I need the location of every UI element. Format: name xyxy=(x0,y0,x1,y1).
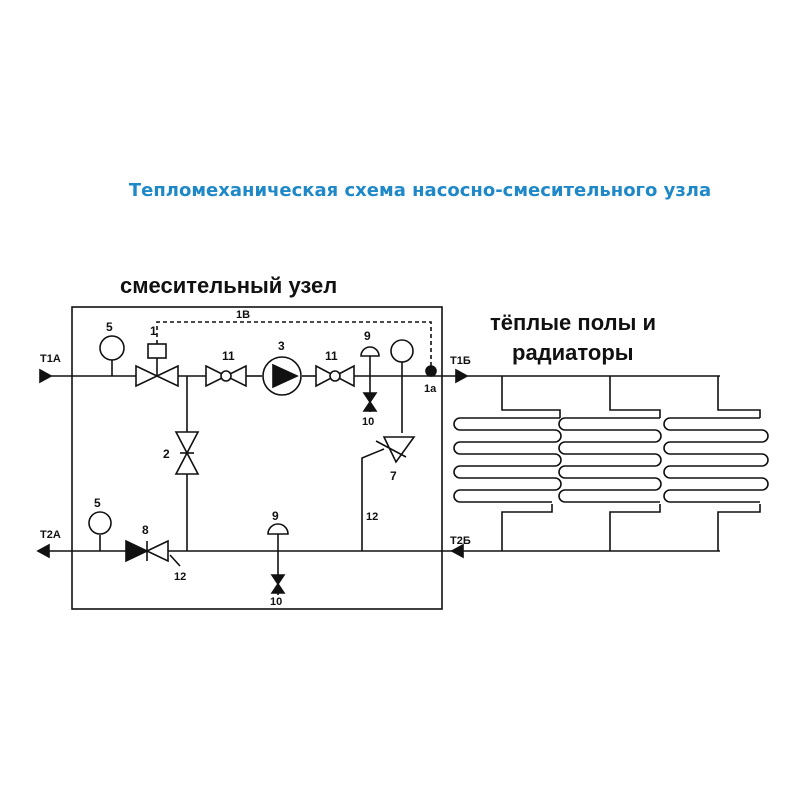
label-11-right: 11 xyxy=(325,349,338,363)
label-8: 8 xyxy=(142,523,149,537)
mixing-unit-label: смесительный узел xyxy=(120,273,337,298)
label-10-bottom: 10 xyxy=(270,596,282,608)
temperature-sensor-icon xyxy=(425,365,437,377)
control-line xyxy=(156,321,432,366)
drain-valve-icon xyxy=(362,392,378,404)
t1b-arrow xyxy=(455,368,469,384)
air-vent-icon xyxy=(360,346,380,357)
label-12-bottom: 12 xyxy=(174,571,186,583)
port-t2a: Т2А xyxy=(40,529,61,541)
heating-circuits xyxy=(453,376,769,551)
pressure-gauge-icon xyxy=(99,335,125,361)
label-10-top: 10 xyxy=(362,416,374,428)
t2a-arrow xyxy=(36,543,50,559)
shutoff-valve-icon xyxy=(125,539,149,563)
port-t2b: Т2Б xyxy=(450,535,471,547)
ball-valve-icon xyxy=(205,364,228,388)
three-way-valve-icon xyxy=(135,364,159,388)
thermometer-icon xyxy=(390,339,414,363)
actuator-icon xyxy=(147,343,167,359)
t1a-arrow xyxy=(39,368,53,384)
label-5-bottom: 5 xyxy=(94,496,101,510)
label-9-top: 9 xyxy=(364,329,371,343)
check-valve-icon xyxy=(382,436,416,464)
port-t1b: Т1Б xyxy=(450,355,471,367)
port-t1a: Т1А xyxy=(40,353,61,365)
label-1: 1 xyxy=(150,324,157,338)
heating-label-line2: радиаторы xyxy=(512,340,634,365)
mixing-unit-box xyxy=(71,306,443,610)
pressure-gauge-icon xyxy=(88,511,112,535)
label-9-bottom: 9 xyxy=(272,509,279,523)
label-2: 2 xyxy=(163,447,170,461)
drain-valve-icon xyxy=(270,574,286,586)
t2b-arrow xyxy=(450,543,464,559)
diagram-title: Тепломеханическая схема насосно-смесител… xyxy=(128,180,712,201)
label-3: 3 xyxy=(278,339,285,353)
label-12-vertical: 12 xyxy=(366,511,378,523)
label-1a: 1а xyxy=(424,383,437,395)
ball-valve-icon xyxy=(315,364,337,388)
air-vent-icon xyxy=(267,523,289,535)
label-1b: 1В xyxy=(236,309,250,321)
heating-label-line1: тёплые полы и xyxy=(490,310,656,335)
label-7: 7 xyxy=(390,469,397,483)
balancing-valve-icon xyxy=(174,431,200,455)
label-11-left: 11 xyxy=(222,349,235,363)
label-5-top: 5 xyxy=(106,320,113,334)
